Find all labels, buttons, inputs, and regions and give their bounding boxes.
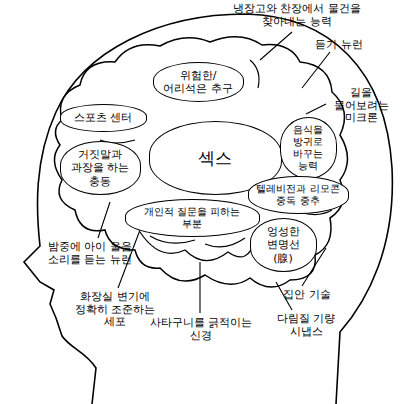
region-label: 음식을 방귀로 바꾸는 능력	[288, 124, 329, 172]
callout-label: 다림질 기량 시냅스	[268, 312, 344, 337]
callout-label: 화장실 변기에 정확히 조준하는 세포	[70, 290, 160, 328]
callout-label: 길을 물어보려는 미크론	[326, 86, 396, 124]
callout-label: 밤중에 아이 울음 소리를 듣는 뉴런	[38, 240, 142, 265]
region-label: 스포츠 센터	[68, 111, 139, 124]
region-label: 거짓말과 과장을 하는 충동	[68, 148, 133, 188]
brain-region: 엉성한 변명선(腺)	[250, 218, 317, 272]
callout-label: 사타구니를 긁적이는 신경	[146, 316, 256, 341]
brain-region: 음식을 방귀로 바꾸는 능력	[280, 117, 337, 179]
region-label: 위험한/ 어리석은 추구	[161, 69, 236, 95]
brain-region: 거짓말과 과장을 하는 충동	[60, 141, 141, 195]
brain-region: 텔레비전과 리모콘 중독 중추	[248, 176, 349, 214]
region-label: 섹스	[157, 148, 274, 168]
brain-region: 스포츠 센터	[60, 104, 147, 131]
callout-label: 냉장고와 찬장에서 물건을 찾아내는 능력	[230, 2, 364, 27]
region-label: 엉성한 변명선(腺)	[258, 225, 309, 265]
region-label: 개인적 질문을 피하는 부분	[133, 206, 252, 230]
brain-region: 위험한/ 어리석은 추구	[153, 62, 244, 102]
brain-region: 개인적 질문을 피하는 부분	[125, 199, 260, 237]
head-outline	[24, 14, 392, 404]
callout-label: 집안 기술	[278, 288, 336, 301]
callout-label: 듣기 뉴런	[310, 38, 368, 51]
region-label: 텔레비전과 리모콘 중독 중추	[256, 183, 341, 207]
